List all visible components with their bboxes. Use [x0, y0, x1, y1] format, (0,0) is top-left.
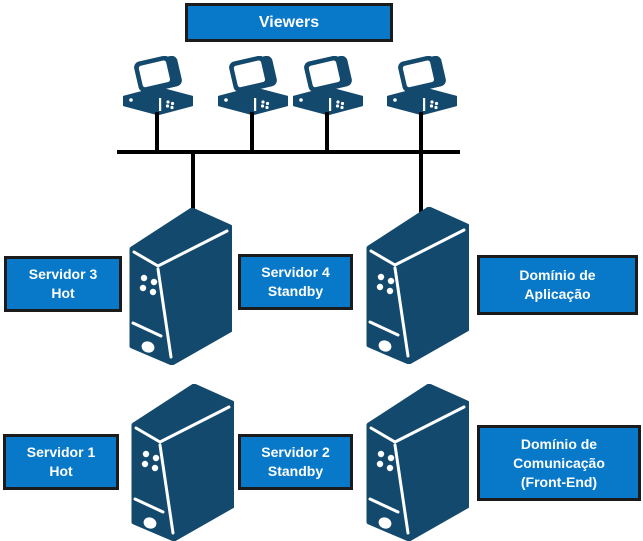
desktop-computer-icon	[387, 56, 457, 120]
label-line: Standby	[267, 463, 324, 479]
label-box-dominio-aplicacao: Domínio de Aplicação	[477, 255, 638, 315]
viewers-label: Viewers	[258, 13, 320, 31]
workstation-server-drop-line	[419, 112, 423, 216]
label-line: Standby	[267, 283, 324, 299]
label-line: Comunicação	[513, 454, 605, 471]
label-box-servidor-2: Servidor 2 Standby	[238, 434, 353, 490]
server-tower-icon	[365, 384, 469, 541]
server-tower-icon	[128, 208, 232, 365]
label-box-servidor-3: Servidor 3 Hot	[4, 256, 122, 312]
desktop-computer-icon	[293, 56, 363, 120]
desktop-computer-icon	[123, 56, 193, 120]
workstation-drop-line	[155, 112, 159, 153]
viewers-title-box: Viewers	[185, 3, 393, 42]
desktop-computer-icon	[218, 56, 288, 120]
label-line: Servidor 2	[261, 444, 330, 460]
label-box-servidor-4: Servidor 4 Standby	[238, 254, 353, 310]
label-box-servidor-1: Servidor 1 Hot	[3, 434, 119, 490]
label-line: (Front-End)	[520, 473, 598, 490]
server-tower-icon	[365, 207, 469, 364]
label-line: Aplicação	[524, 286, 591, 302]
label-line: Hot	[51, 285, 75, 301]
workstation-drop-line	[250, 112, 254, 153]
label-line: Domínio de	[519, 267, 596, 283]
label-line: Hot	[49, 463, 73, 479]
label-line: Servidor 3	[28, 266, 98, 282]
server-tower-icon	[130, 384, 234, 541]
bus-server-connector-line	[191, 152, 195, 212]
label-line: Servidor 4	[261, 264, 330, 280]
label-box-dominio-comunicacao: Domínio de Comunicação (Front-End)	[477, 425, 641, 501]
network-bus-line	[117, 150, 460, 154]
workstation-drop-line	[325, 112, 329, 153]
label-line: Domínio de	[520, 435, 598, 452]
label-line: Servidor 1	[26, 444, 96, 460]
